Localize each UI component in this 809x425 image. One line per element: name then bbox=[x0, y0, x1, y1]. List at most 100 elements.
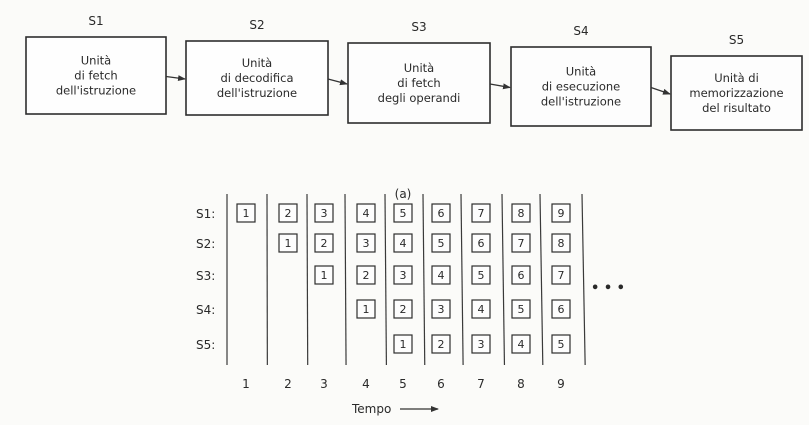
instruction-cell: 5 bbox=[471, 265, 491, 285]
instruction-cell: 7 bbox=[471, 203, 491, 223]
instruction-cell: 4 bbox=[511, 334, 531, 354]
time-slot-label: 4 bbox=[362, 377, 370, 391]
instruction-number: 6 bbox=[518, 269, 525, 282]
instruction-number: 5 bbox=[558, 338, 565, 351]
instruction-cell-box bbox=[236, 203, 256, 223]
instruction-number: 8 bbox=[558, 237, 565, 250]
stage-box bbox=[25, 36, 167, 115]
instruction-number: 1 bbox=[243, 207, 250, 220]
stage-text-line: dell'istruzione bbox=[541, 95, 621, 109]
continuation-ellipsis: • • • bbox=[591, 281, 625, 296]
stage-box bbox=[347, 42, 491, 124]
instruction-cell-box bbox=[511, 233, 531, 253]
instruction-cell-box bbox=[471, 299, 491, 319]
stage-id-label: S4 bbox=[573, 24, 588, 38]
instruction-cell-box bbox=[278, 233, 298, 253]
stage-id-label: S3 bbox=[411, 20, 426, 34]
instruction-number: 1 bbox=[400, 338, 407, 351]
time-slot-divider bbox=[539, 193, 544, 366]
instruction-cell: 3 bbox=[431, 299, 451, 319]
stage-arrow bbox=[165, 75, 186, 82]
time-slot-divider bbox=[460, 193, 464, 366]
instruction-cell: 4 bbox=[393, 233, 413, 253]
stage-box bbox=[670, 55, 803, 131]
instruction-cell: 5 bbox=[393, 203, 413, 223]
instruction-number: 2 bbox=[363, 269, 370, 282]
instruction-number: 1 bbox=[321, 269, 328, 282]
stage-row-label: S4: bbox=[196, 303, 215, 317]
time-slot-label: 7 bbox=[477, 377, 485, 391]
instruction-cell-box bbox=[431, 233, 451, 253]
instruction-number: 3 bbox=[400, 269, 407, 282]
instruction-number: 3 bbox=[363, 237, 370, 250]
instruction-number: 2 bbox=[285, 207, 292, 220]
time-slot-divider bbox=[384, 193, 387, 366]
instruction-cell: 6 bbox=[511, 265, 531, 285]
instruction-cell-box bbox=[431, 203, 451, 223]
instruction-cell: 1 bbox=[314, 265, 334, 285]
instruction-cell-box bbox=[393, 334, 413, 354]
instruction-number: 5 bbox=[438, 237, 445, 250]
stage-text-line: di fetch bbox=[397, 76, 440, 90]
time-slot-divider bbox=[581, 193, 586, 366]
instruction-cell: 2 bbox=[431, 334, 451, 354]
stage-text-line: Unità di bbox=[714, 71, 759, 85]
instruction-cell: 2 bbox=[356, 265, 376, 285]
instruction-cell-box bbox=[511, 265, 531, 285]
stage-text-line: Unità bbox=[242, 56, 272, 70]
instruction-cell: 5 bbox=[551, 334, 571, 354]
instruction-cell-box bbox=[393, 265, 413, 285]
time-slot-divider bbox=[344, 193, 347, 366]
instruction-number: 4 bbox=[363, 207, 370, 220]
instruction-number: 1 bbox=[363, 303, 370, 316]
instruction-number: 2 bbox=[438, 338, 445, 351]
stage-text-line: del risultato bbox=[702, 101, 771, 115]
instruction-cell: 8 bbox=[551, 233, 571, 253]
instruction-cell-box bbox=[393, 203, 413, 223]
stage-text-line: di decodifica bbox=[221, 71, 294, 85]
instruction-cell: 7 bbox=[551, 265, 571, 285]
time-slot-divider bbox=[422, 193, 426, 366]
instruction-number: 9 bbox=[558, 207, 565, 220]
instruction-number: 6 bbox=[438, 207, 445, 220]
instruction-cell: 4 bbox=[431, 265, 451, 285]
instruction-number: 5 bbox=[478, 269, 485, 282]
instruction-cell: 2 bbox=[393, 299, 413, 319]
time-axis-label: Tempo bbox=[351, 402, 391, 416]
instruction-cell-box bbox=[314, 265, 334, 285]
instruction-number: 7 bbox=[518, 237, 525, 250]
time-slot-label: 1 bbox=[242, 377, 250, 391]
instruction-number: 6 bbox=[558, 303, 565, 316]
stage-text-line: Unità bbox=[566, 65, 596, 79]
instruction-cell-box bbox=[471, 203, 491, 223]
instruction-cell-box bbox=[314, 233, 334, 253]
instruction-cell: 3 bbox=[393, 265, 413, 285]
instruction-cell: 8 bbox=[511, 203, 531, 223]
instruction-cell: 9 bbox=[551, 203, 571, 223]
stage-id-label: S2 bbox=[249, 18, 264, 32]
instruction-number: 5 bbox=[400, 207, 407, 220]
instruction-cell: 1 bbox=[236, 203, 256, 223]
stage-row-label: S3: bbox=[196, 269, 215, 283]
instruction-number: 4 bbox=[518, 338, 525, 351]
stage-text-line: dell'istruzione bbox=[56, 84, 136, 98]
instruction-cell-box bbox=[393, 233, 413, 253]
instruction-cell: 6 bbox=[551, 299, 571, 319]
instruction-number: 6 bbox=[478, 237, 485, 250]
instruction-cell: 1 bbox=[278, 233, 298, 253]
instruction-cell-box bbox=[356, 233, 376, 253]
instruction-cell: 4 bbox=[356, 203, 376, 223]
instruction-cell: 7 bbox=[511, 233, 531, 253]
instruction-cell-box bbox=[551, 334, 571, 354]
instruction-cell-box bbox=[356, 265, 376, 285]
instruction-cell-box bbox=[471, 265, 491, 285]
time-slot-label: 8 bbox=[517, 377, 525, 391]
instruction-number: 2 bbox=[400, 303, 407, 316]
instruction-cell: 1 bbox=[393, 334, 413, 354]
instruction-number: 4 bbox=[478, 303, 485, 316]
